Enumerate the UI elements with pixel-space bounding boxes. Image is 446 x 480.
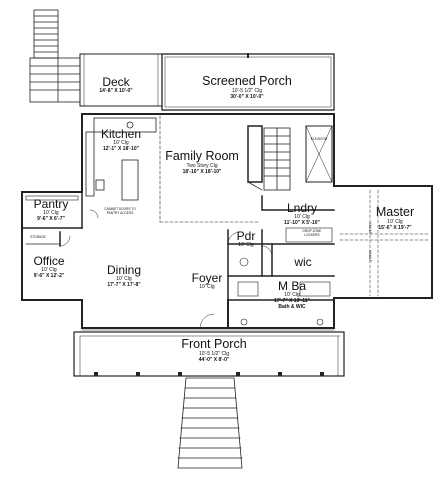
room-wic: wic xyxy=(294,256,311,268)
foyer-ceiling: 10' Clg xyxy=(199,284,215,290)
office-ceiling: 10' Clg xyxy=(41,267,57,273)
kitchen-dims: 12'-1" X 18'-10" xyxy=(102,146,140,152)
room-master-bath: M Ba 10' Clg 17'-7" X 13'-11" Bath & WIC xyxy=(274,280,310,310)
powder-name: Pdr xyxy=(236,229,256,243)
screened-porch-name: Screened Porch xyxy=(202,74,292,88)
front-porch-name: Front Porch xyxy=(181,337,247,351)
storage-note: STORAGE xyxy=(30,235,46,239)
deck-dims: 14'-8" X 10'-0" xyxy=(99,88,133,94)
room-master: Master 10' Clg 15'-6" X 19'-7" xyxy=(376,206,414,231)
front-porch-ceiling: 10'-5 1/2" Clg xyxy=(199,350,229,357)
screened-porch-outline xyxy=(161,53,335,111)
master-bedroom-walls xyxy=(333,185,433,299)
kitchen-name: Kitchen xyxy=(100,127,142,141)
elevator-note: ELEVATOR xyxy=(310,137,328,141)
laundry-dims: 11'-10" X 5'-10" xyxy=(284,220,320,226)
dining-name: Dining xyxy=(106,263,142,277)
rear-stair xyxy=(29,9,81,103)
kitchen-ceiling: 10' Clg xyxy=(113,140,129,146)
family-room-dims: 18'-10" X 18'-10" xyxy=(182,168,222,175)
master-bath-dims: 17'-7" X 13'-11" xyxy=(274,298,310,304)
room-screened-porch: Screened Porch 10'-5 1/2" Clg 30'-0" X 1… xyxy=(202,75,292,100)
family-room-name: Family Room xyxy=(165,149,239,163)
door-swings xyxy=(59,209,273,329)
room-dining: Dining 10' Clg 17'-7" X 17'-8" xyxy=(107,264,141,288)
pantry-office-walls xyxy=(21,191,83,247)
screened-porch-ceiling: 10'-5 1/2" Clg xyxy=(232,87,262,94)
office-dims: 9'-6" X 12'-2" xyxy=(33,273,65,279)
pantry-name: Pantry xyxy=(33,197,69,211)
wic-name: wic xyxy=(294,255,312,269)
dining-dims: 17'-7" X 17'-8" xyxy=(107,282,141,288)
kitchen-fixtures xyxy=(85,117,157,201)
laundry-ceiling: 10' Clg xyxy=(294,214,310,220)
master-dims: 15'-6" X 19'-7" xyxy=(378,224,412,231)
foyer-name: Foyer xyxy=(191,271,223,285)
front-porch-outline xyxy=(73,331,345,377)
screened-porch-dims: 30'-0" X 10'-0" xyxy=(230,93,264,100)
pantry-dims: 9'-6" X 6'-7" xyxy=(37,216,65,222)
elevator xyxy=(305,125,333,183)
powder-ceiling: 10' Clg xyxy=(238,242,254,248)
room-deck: Deck 14'-8" X 10'-0" xyxy=(99,76,132,94)
room-family-room: Family Room Two Story Clg 18'-10" X 18'-… xyxy=(165,150,239,175)
vault-note-left: VAULT xyxy=(368,222,372,235)
master-bath-name: M Ba xyxy=(277,279,307,293)
deck-name: Deck xyxy=(102,75,130,89)
vault-note-right: VAULT xyxy=(368,250,372,263)
master-bath-ceiling: 10' Clg xyxy=(284,292,300,298)
pantry-ceiling: 10' Clg xyxy=(43,210,59,216)
laundry-name: Lndry xyxy=(286,201,318,215)
room-office: Office 10' Clg 9'-6" X 12'-2" xyxy=(33,255,64,279)
family-room-ceiling: Two Story Clg xyxy=(186,162,218,169)
master-bath-note: Bath & WIC xyxy=(278,304,306,310)
front-porch-dims: 44'-0" X 8'-0" xyxy=(198,356,230,363)
room-foyer: Foyer 10' Clg xyxy=(192,272,223,290)
room-pantry: Pantry 10' Clg 9'-6" X 6'-7" xyxy=(34,198,69,222)
interior-stair xyxy=(247,125,291,191)
family-room-dashes xyxy=(159,115,259,223)
service-walls xyxy=(227,195,335,301)
room-laundry: Lndry 10' Clg 11'-10" X 5'-10" xyxy=(284,202,320,226)
dining-ceiling: 10' Clg xyxy=(116,276,132,282)
office-name: Office xyxy=(33,254,65,268)
cabinet-note: CABINET DOORS TO PANTRY ACCESS xyxy=(104,207,136,215)
room-front-porch: Front Porch 10'-5 1/2" Clg 44'-0" X 8'-0… xyxy=(181,338,246,363)
drop-zone-note: DROP ZONE LOCKERS xyxy=(302,229,322,237)
front-porch-columns xyxy=(94,372,324,376)
room-kitchen: Kitchen 10' Clg 12'-1" X 18'-10" xyxy=(101,128,141,152)
master-ceiling: 10' Clg xyxy=(387,218,403,225)
master-name: Master xyxy=(375,205,415,219)
room-powder: Pdr 10' Clg xyxy=(237,230,256,248)
front-stair xyxy=(177,377,243,469)
